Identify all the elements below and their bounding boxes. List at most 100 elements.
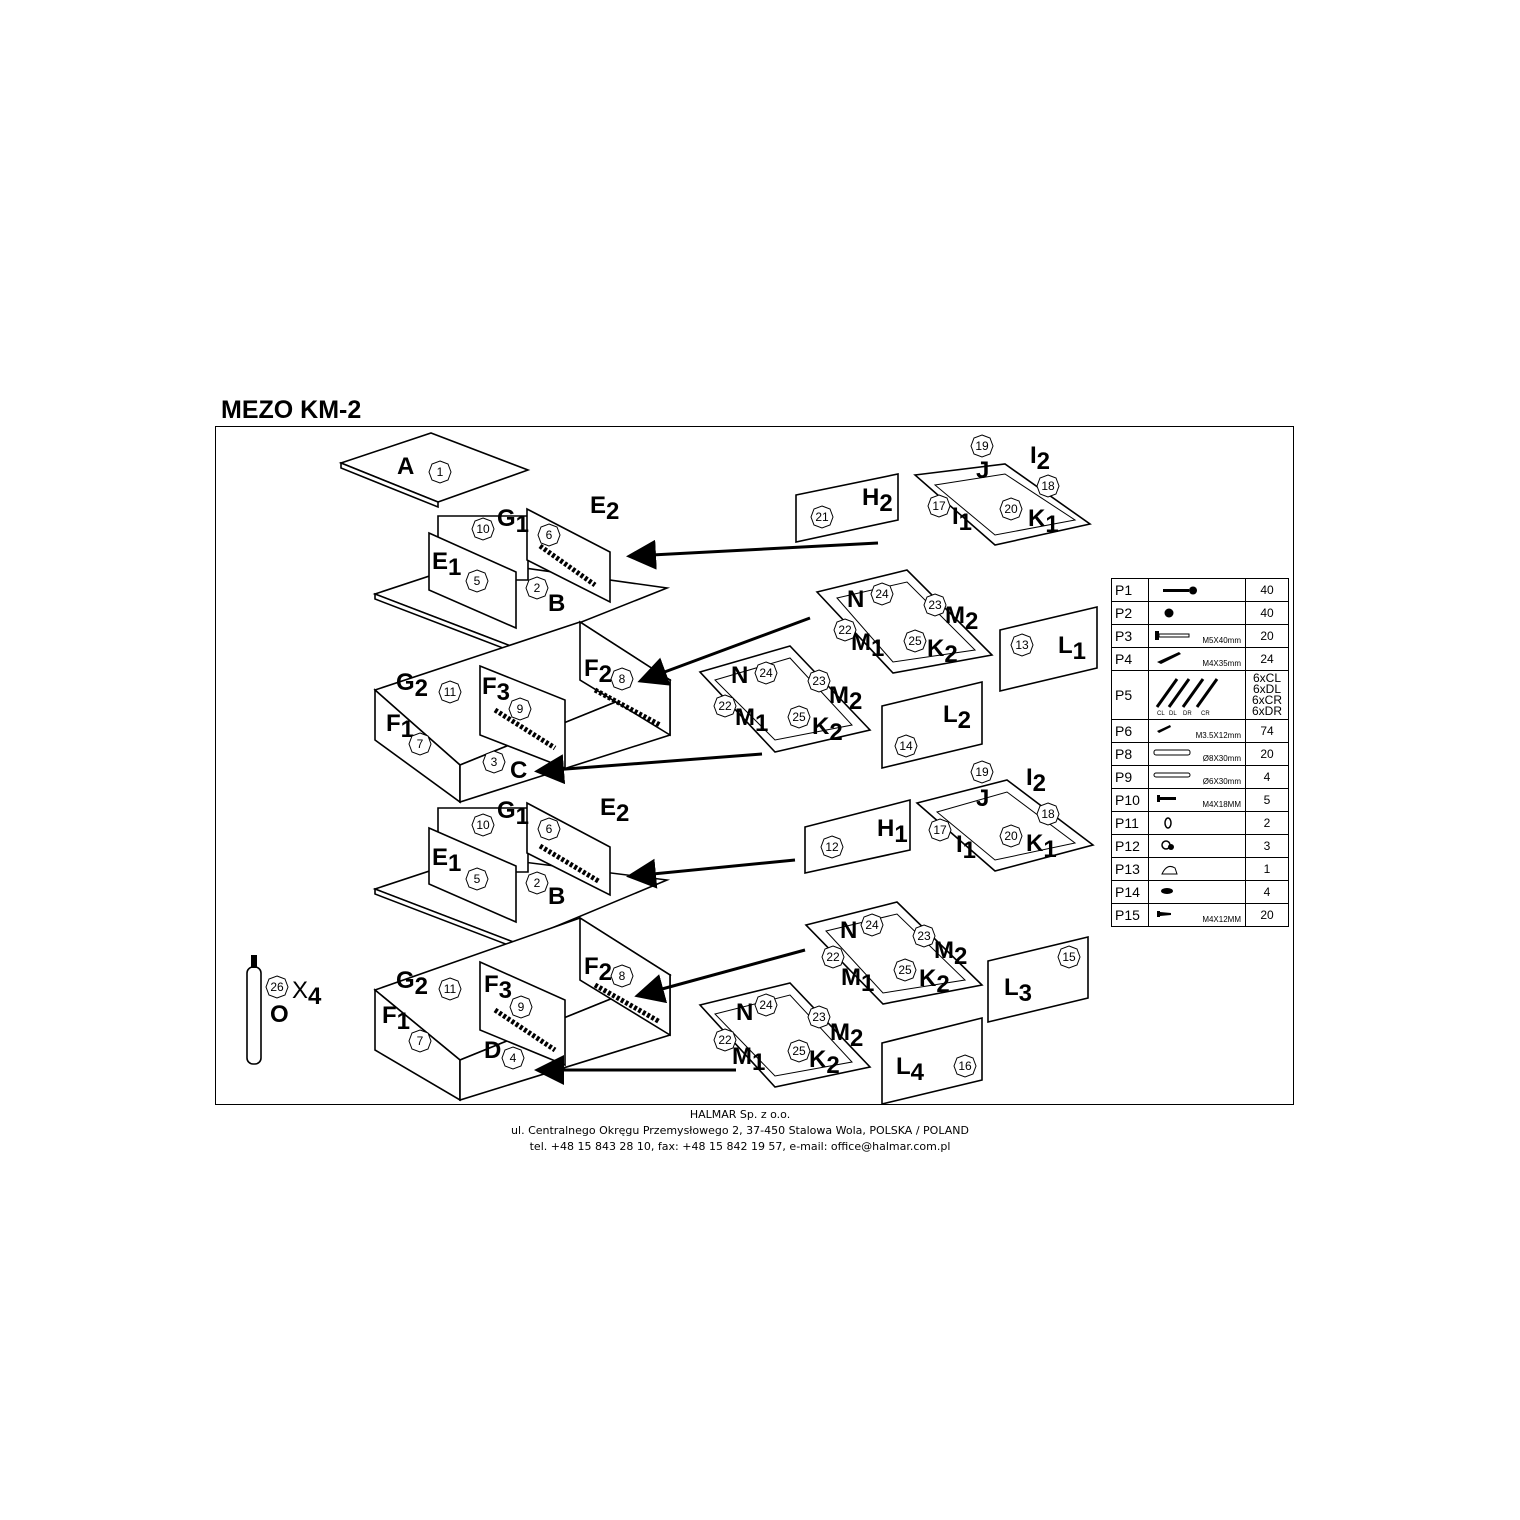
assembly-arrows bbox=[534, 539, 879, 1085]
part-number: 25 bbox=[792, 710, 806, 724]
document-title: MEZO KM-2 bbox=[221, 396, 362, 424]
part-number: 17 bbox=[933, 823, 947, 837]
label-h2: H2 bbox=[862, 484, 893, 517]
part-code: P4 bbox=[1111, 647, 1149, 671]
label-b-2: B bbox=[548, 883, 565, 910]
part-number: 7 bbox=[417, 737, 424, 751]
part-number: 22 bbox=[826, 950, 840, 964]
part-number: 2 bbox=[534, 581, 541, 595]
part-number: 18 bbox=[1041, 479, 1055, 493]
runner-label: DL bbox=[1169, 711, 1177, 717]
panel-letter-labels: A G1 E2 E1 B G2 F3 F2 F1 C G1 E2 E1 B G2… bbox=[270, 442, 1086, 1086]
part-code: P12 bbox=[1111, 834, 1149, 858]
part-code: P3 bbox=[1111, 624, 1149, 648]
part-number: 3 bbox=[491, 755, 498, 769]
table-row: P2 40 bbox=[1111, 601, 1289, 625]
label-n-2: N bbox=[731, 662, 748, 689]
part-qty: 20 bbox=[1245, 742, 1289, 766]
label-l1: L1 bbox=[1058, 632, 1086, 665]
part-number: 15 bbox=[1062, 950, 1076, 964]
label-e2-b: E2 bbox=[600, 794, 629, 827]
label-f3: F3 bbox=[482, 673, 510, 706]
label-n-3: N bbox=[840, 917, 857, 944]
bolt-icon: M4X18MM bbox=[1148, 788, 1246, 812]
washer-icon bbox=[1148, 834, 1246, 858]
part-number: 8 bbox=[619, 672, 626, 686]
instruction-frame bbox=[215, 426, 1294, 1105]
label-e2: E2 bbox=[590, 492, 619, 525]
label-k2-3: K2 bbox=[919, 965, 950, 998]
part-number: 24 bbox=[875, 587, 889, 601]
table-row: P6 M3.5X12mm 74 bbox=[1111, 719, 1289, 743]
part-number: 23 bbox=[928, 598, 942, 612]
label-d: D bbox=[484, 1037, 501, 1064]
label-n-4: N bbox=[736, 999, 753, 1026]
table-row: P15 M4X12MM 20 bbox=[1111, 903, 1289, 927]
label-i2-b: I2 bbox=[1026, 764, 1046, 797]
label-b-1: B bbox=[548, 590, 565, 617]
part-qty: 4 bbox=[1245, 880, 1289, 904]
part-number: 26 bbox=[270, 980, 284, 994]
label-e1: E1 bbox=[432, 548, 461, 581]
part-number: 18 bbox=[1041, 807, 1055, 821]
footer-contact: tel. +48 15 843 28 10, fax: +48 15 842 1… bbox=[529, 1140, 951, 1153]
part-number: 11 bbox=[444, 982, 457, 996]
part-number: 10 bbox=[476, 818, 490, 832]
part-code: P15 bbox=[1111, 903, 1149, 927]
part-code: P5 bbox=[1111, 670, 1149, 720]
label-m2-2: M2 bbox=[829, 682, 862, 715]
part-number: 25 bbox=[908, 634, 922, 648]
part-number: 5 bbox=[474, 574, 481, 588]
part-number: 14 bbox=[899, 739, 913, 753]
drawer-upper-mid-assembly bbox=[815, 569, 1098, 693]
table-row: P14 4 bbox=[1111, 880, 1289, 904]
drawer-runners-icon: CL DL DR CR bbox=[1148, 670, 1246, 720]
part-code: P6 bbox=[1111, 719, 1149, 743]
part-number: 16 bbox=[958, 1059, 972, 1073]
label-a: A bbox=[397, 453, 414, 480]
part-code: P2 bbox=[1111, 601, 1149, 625]
dowel-cam-bolt-icon bbox=[1148, 578, 1246, 602]
part-code: P1 bbox=[1111, 578, 1149, 602]
label-f2: F2 bbox=[584, 655, 612, 688]
label-m2-4: M2 bbox=[830, 1019, 863, 1052]
table-row: P13 1 bbox=[1111, 857, 1289, 881]
label-n-1: N bbox=[847, 586, 864, 613]
wood-screw-icon: M5X40mm bbox=[1148, 624, 1246, 648]
part-code: P14 bbox=[1111, 880, 1149, 904]
label-l2: L2 bbox=[943, 701, 971, 734]
label-i1-b: I1 bbox=[956, 831, 976, 864]
part-number: 2 bbox=[534, 876, 541, 890]
part-number: 6 bbox=[546, 528, 553, 542]
label-l4: L4 bbox=[896, 1053, 925, 1086]
part-number: 20 bbox=[1004, 502, 1018, 516]
part-number: 25 bbox=[792, 1044, 806, 1058]
label-e1-b: E1 bbox=[432, 844, 461, 877]
part-code: P9 bbox=[1111, 765, 1149, 789]
part-number: 21 bbox=[815, 510, 829, 524]
part-code: P11 bbox=[1111, 811, 1149, 835]
label-h1: H1 bbox=[877, 815, 908, 848]
part-qty: 24 bbox=[1245, 647, 1289, 671]
part-qty: 4 bbox=[1245, 765, 1289, 789]
part-number: 19 bbox=[975, 765, 989, 779]
part-qty: 40 bbox=[1245, 578, 1289, 602]
label-c: C bbox=[510, 757, 527, 784]
label-k2-2: K2 bbox=[812, 713, 843, 746]
part-number: 20 bbox=[1004, 829, 1018, 843]
part-number: 13 bbox=[1015, 638, 1029, 652]
part-number: 1 bbox=[437, 465, 444, 479]
part-number: 24 bbox=[865, 918, 879, 932]
footer-address: ul. Centralnego Okręgu Przemysłowego 2, … bbox=[511, 1124, 969, 1137]
label-m1-2: M1 bbox=[735, 704, 768, 737]
part-number: 5 bbox=[474, 872, 481, 886]
label-k1: K1 bbox=[1028, 505, 1059, 538]
runner-label: CL bbox=[1157, 711, 1165, 717]
part-number-badges: 1 2 3 4 5 6 7 8 9 10 11 12 13 14 15 16 1… bbox=[265, 434, 1081, 1078]
part-qty: 1 bbox=[1245, 857, 1289, 881]
part-qty: 74 bbox=[1245, 719, 1289, 743]
part-number: 17 bbox=[932, 499, 946, 513]
part-number: 22 bbox=[718, 1033, 732, 1047]
cam-lock-icon bbox=[1148, 601, 1246, 625]
